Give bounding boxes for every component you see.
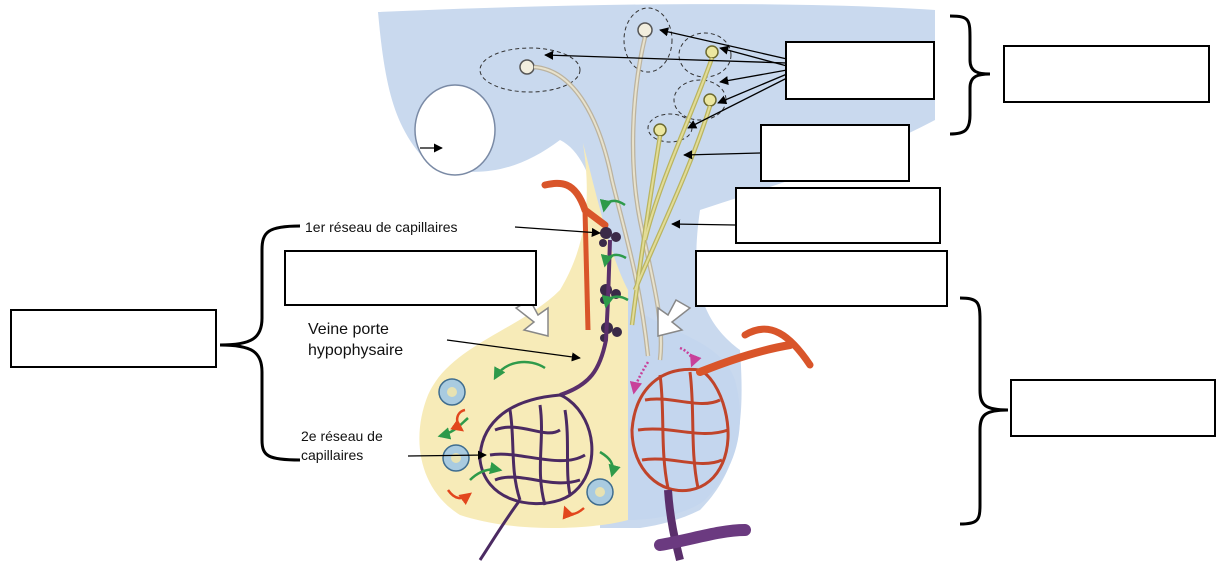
first-capillary-network-label: 1er réseau de capillaires — [305, 219, 458, 236]
optic-chiasm — [415, 85, 495, 175]
brace-right-bottom — [960, 298, 1008, 524]
answer-box-hypothalamus[interactable] — [1003, 45, 1210, 103]
answer-box-neurons[interactable] — [785, 41, 935, 100]
portal-vein-label-line1: Veine porte — [308, 320, 389, 339]
second-capillary-network-label-line1: 2e réseau de — [301, 428, 383, 445]
answer-box-neurohypophysis[interactable] — [1010, 379, 1216, 437]
answer-box-anterior-lobe[interactable] — [284, 250, 537, 306]
answer-box-portal-system[interactable] — [10, 309, 217, 368]
answer-box-neurosecretory-axon[interactable] — [760, 124, 910, 182]
answer-box-posterior-lobe[interactable] — [695, 250, 948, 307]
portal-vein-label-line2: hypophysaire — [308, 341, 403, 360]
answer-box-neuron-axon[interactable] — [735, 187, 941, 244]
second-capillary-network-label-line2: capillaires — [301, 447, 363, 464]
brace-right-top — [950, 16, 990, 134]
